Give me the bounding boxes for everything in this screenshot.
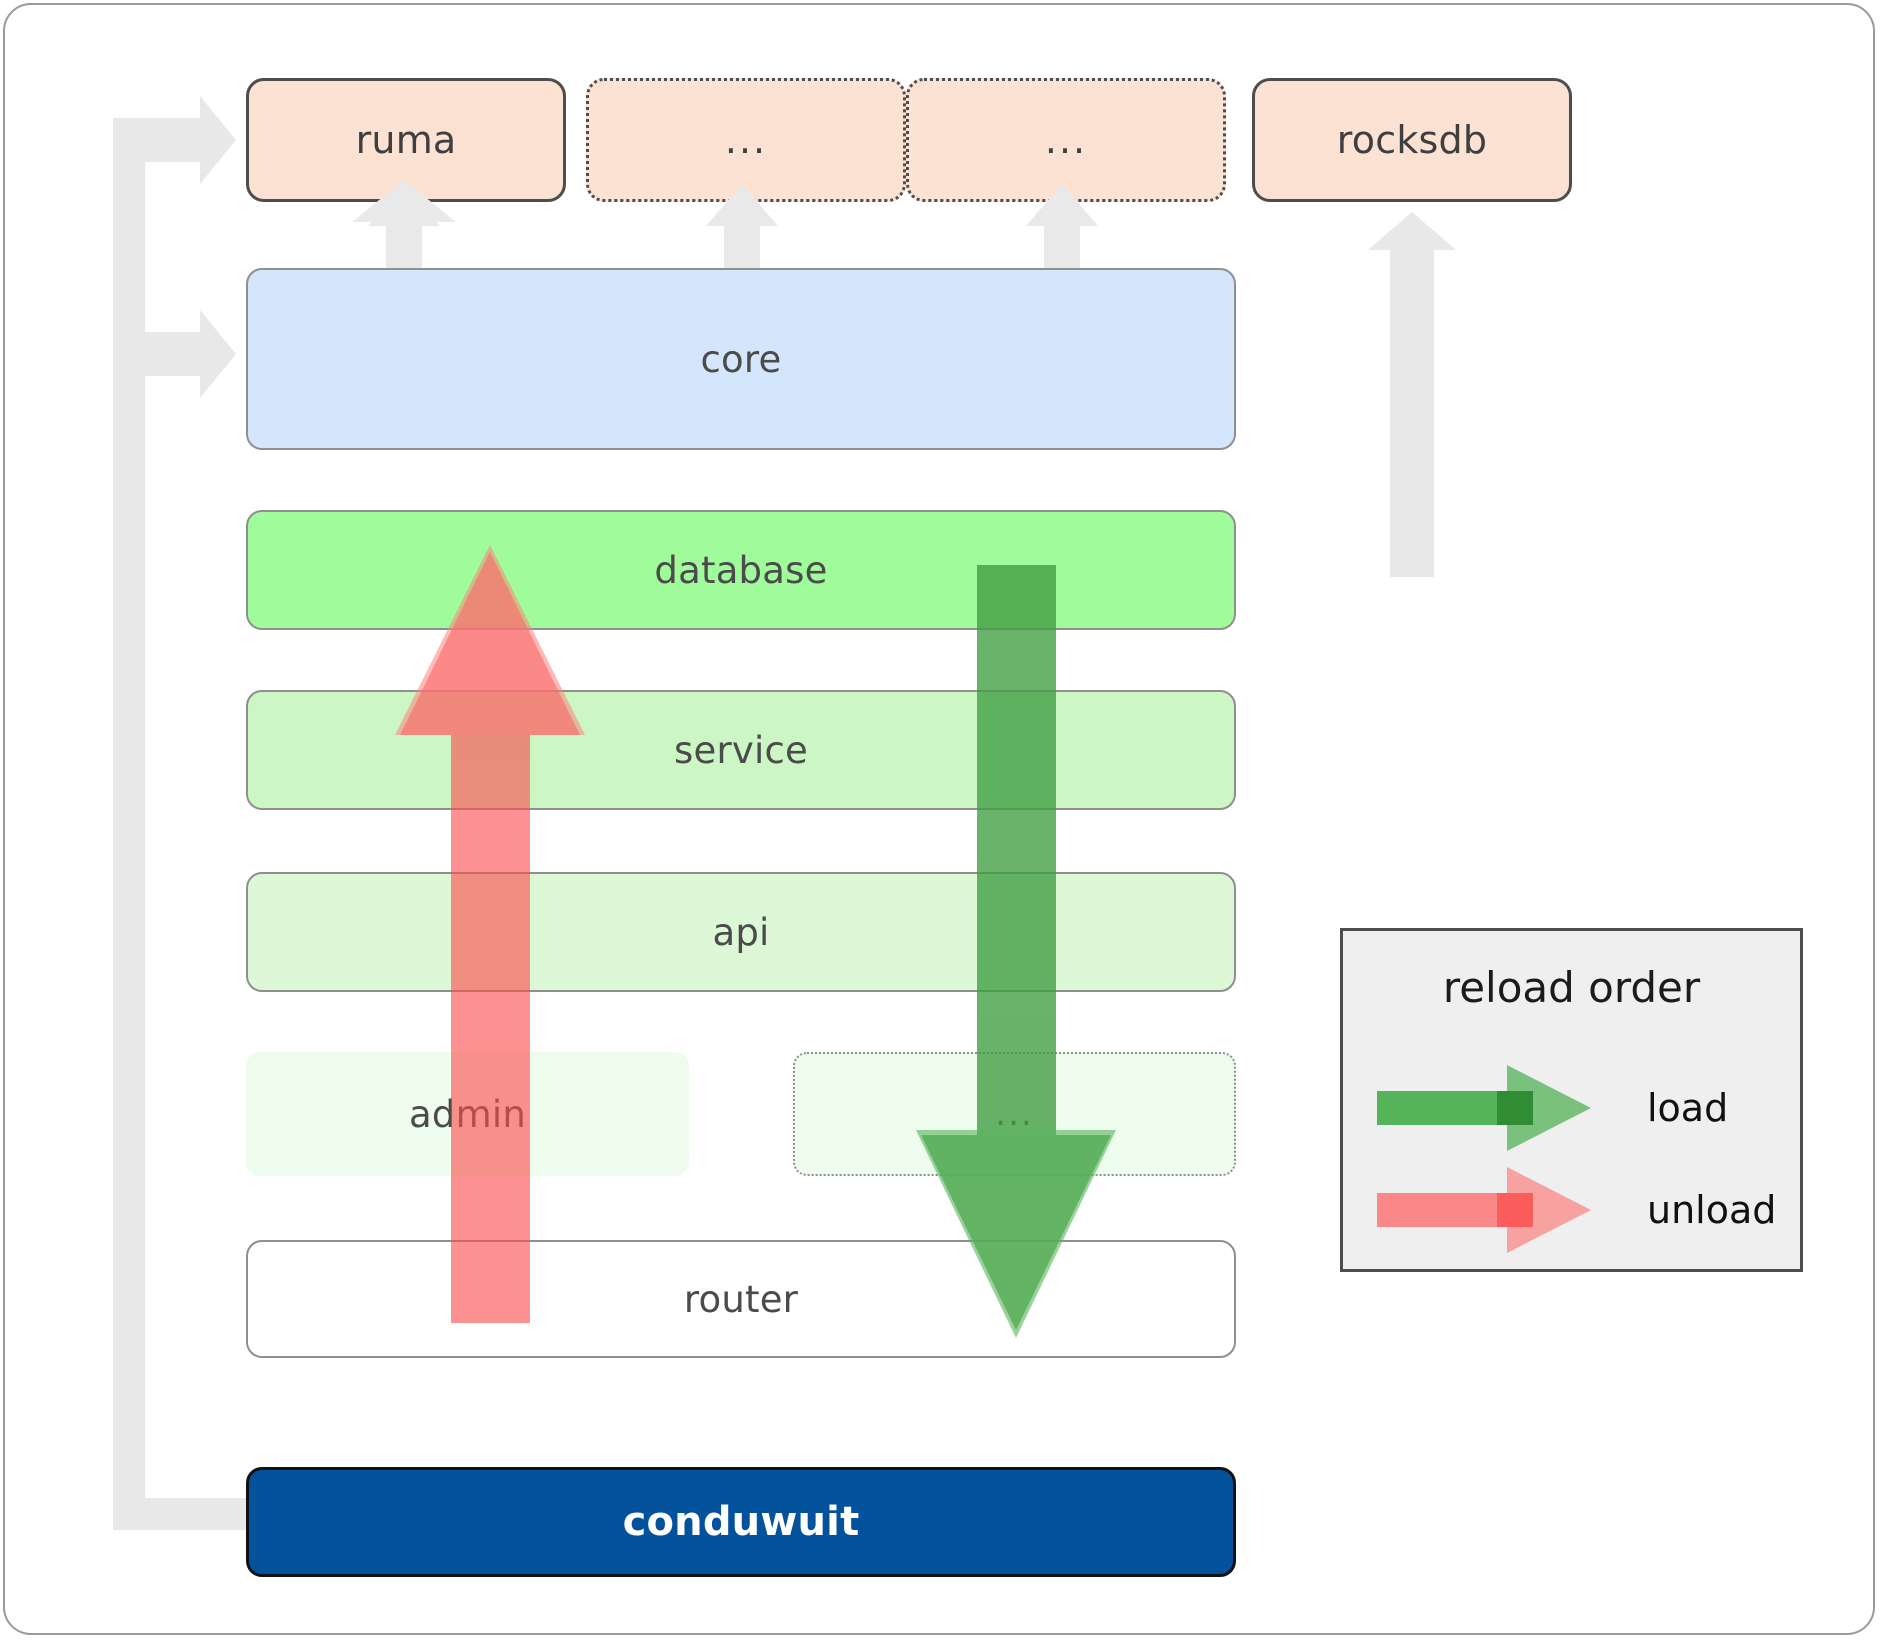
layer-box-service[interactable]: service [246,690,1236,810]
legend-title: reload order [1442,963,1701,1012]
layer-box-admin[interactable]: admin [246,1052,689,1176]
unload-arrow-legend-icon [1377,1167,1591,1253]
dependency-label: ruma [355,118,457,162]
legend-panel: reload order load unload [1340,928,1803,1272]
dependency-box-ruma[interactable]: ruma [246,78,566,202]
layer-box-database[interactable]: database [246,510,1236,630]
layer-label: api [712,910,770,954]
layer-label: router [683,1277,799,1321]
dependency-label: rocksdb [1336,118,1488,162]
layer-label: ... [995,1094,1034,1134]
layer-label: database [654,548,828,592]
dependency-box-placeholder-2[interactable]: ... [906,78,1226,202]
dependency-box-placeholder-1[interactable]: ... [586,78,906,202]
layer-box-api[interactable]: api [246,872,1236,992]
legend-row-load: load [1343,1063,1800,1153]
layer-label: admin [409,1092,526,1136]
dependency-box-rocksdb[interactable]: rocksdb [1252,78,1572,202]
dependency-label: ... [724,118,768,162]
layer-label: core [700,337,782,381]
layer-box-router[interactable]: router [246,1240,1236,1358]
binary-label: conduwuit [622,1499,860,1545]
layer-box-placeholder[interactable]: ... [793,1052,1236,1176]
load-arrow-legend-icon [1377,1065,1591,1151]
diagram-frame [3,3,1875,1635]
legend-label-unload: unload [1647,1188,1777,1232]
layer-box-core[interactable]: core [246,268,1236,450]
binary-box-conduwuit[interactable]: conduwuit [246,1467,1236,1577]
legend-label-load: load [1647,1086,1729,1130]
dependency-label: ... [1044,118,1088,162]
layer-label: service [674,728,808,772]
legend-row-unload: unload [1343,1165,1800,1255]
